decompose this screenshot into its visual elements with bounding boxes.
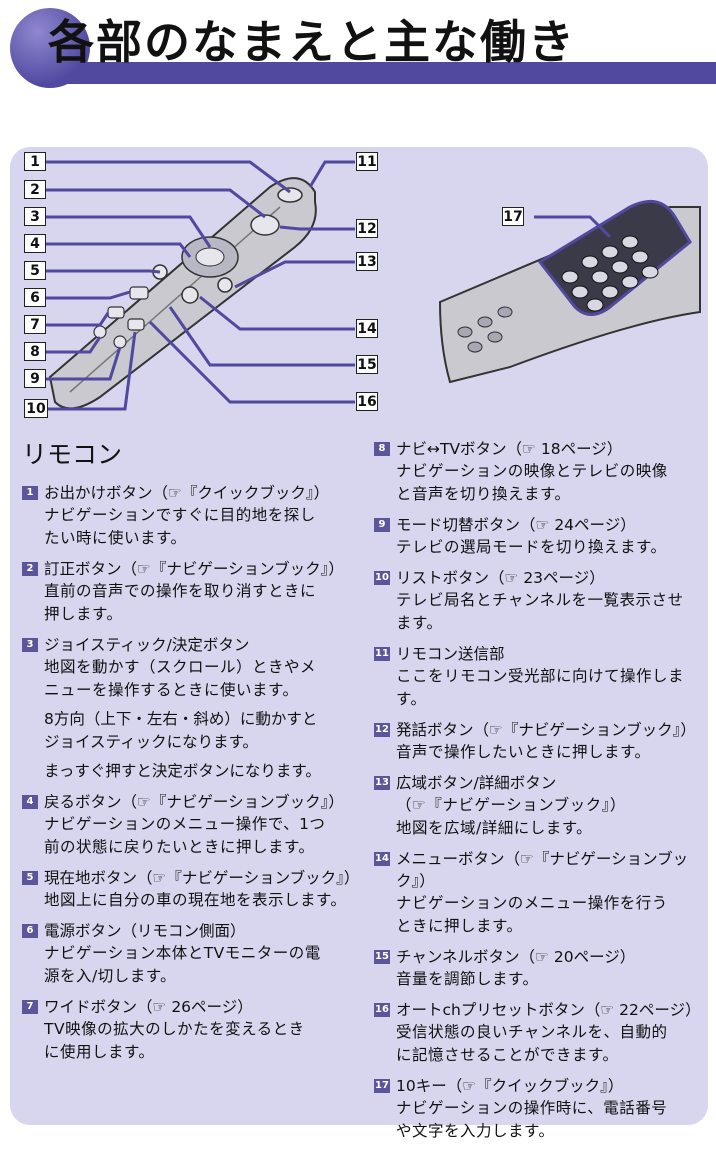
callout-9: 9 <box>24 369 46 388</box>
item-heading: 広域ボタン/詳細ボタン <box>396 774 557 792</box>
item-11: 11 リモコン送信部 ここをリモコン受光部に向けて操作します。 <box>374 643 704 711</box>
item-badge: 9 <box>374 518 390 532</box>
item-description: テレビの選局モードを切り換えます。 <box>396 538 667 556</box>
remote-illustration <box>48 177 317 410</box>
item-description: 地図上に自分の車の現在地を表示します。 <box>44 891 347 909</box>
item-13: 13 広域ボタン/詳細ボタン （☞『ナビゲーションブック』）地図を広域/詳細にしま… <box>374 772 704 840</box>
item-description: 直前の音声での操作を取り消すときに押します。 <box>44 582 317 623</box>
item-14: 14 メニューボタン（☞『ナビゲーションブック』） ナビゲーションのメニュー操作を… <box>374 848 704 938</box>
item-description: ナビゲーションの映像とテレビの映像と音声を切り換えます。 <box>396 462 668 503</box>
item-10: 10 リストボタン（☞ 23ページ） テレビ局名とチャンネルを一覧表示させます。 <box>374 567 704 635</box>
item-badge: 2 <box>22 562 38 576</box>
callout-11: 11 <box>356 152 378 171</box>
item-badge: 8 <box>374 442 390 456</box>
item-badge: 14 <box>374 852 390 866</box>
item-heading: 電源ボタン（リモコン側面） <box>44 922 246 940</box>
header-bar <box>60 62 716 84</box>
item-description: 地図を動かす（スクロール）ときやメニューを操作するときに使います。 <box>44 658 317 699</box>
item-description: ナビゲーションのメニュー操作で、1つ前の状態に戻りたいときに押します。 <box>44 815 326 856</box>
item-badge: 1 <box>22 486 38 500</box>
item-9: 9 モード切替ボタン（☞ 24ページ） テレビの選局モードを切り換えます。 <box>374 514 704 559</box>
item-5: 5 現在地ボタン（☞『ナビゲーションブック』） 地図上に自分の車の現在地を表示しま… <box>22 867 360 912</box>
item-badge: 16 <box>374 1003 390 1017</box>
item-description: （☞『ナビゲーションブック』）地図を広域/詳細にします。 <box>396 796 626 837</box>
item-badge: 6 <box>22 924 38 938</box>
item-description: ナビゲーションのメニュー操作を行うときに押します。 <box>396 894 668 935</box>
item-heading: リモコン送信部 <box>396 645 505 663</box>
item-description: 音量を調節します。 <box>396 970 539 988</box>
keypad-illustration <box>438 199 701 384</box>
item-badge: 4 <box>22 795 38 809</box>
item-badge: 3 <box>22 638 38 652</box>
page-title: 各部のなまえと主な働き <box>48 15 576 69</box>
callout-8: 8 <box>24 342 46 361</box>
item-description: ナビゲーションの操作時に、電話番号や文字を入力します。 <box>396 1099 668 1140</box>
section-title: リモコン <box>22 440 123 469</box>
item-description: テレビ局名とチャンネルを一覧表示させます。 <box>396 591 684 632</box>
item-1: 1 お出かけボタン（☞『クイックブック』） ナビゲーションですぐに目的地を探したい… <box>22 482 352 550</box>
callout-2: 2 <box>24 180 46 199</box>
callout-1: 1 <box>24 152 46 171</box>
item-4: 4 戻るボタン（☞『ナビゲーションブック』） ナビゲーションのメニュー操作で、1つ… <box>22 791 352 859</box>
item-description: 音声で操作したいときに押します。 <box>396 743 651 761</box>
item-badge: 15 <box>374 950 390 964</box>
item-description: ナビゲーション本体とTVモニターの電源を入/切します。 <box>44 944 321 985</box>
item-badge: 7 <box>22 1000 38 1014</box>
callout-15: 15 <box>356 355 378 374</box>
item-badge: 13 <box>374 776 390 790</box>
remote-diagram <box>46 160 701 411</box>
callout-5: 5 <box>24 261 46 280</box>
item-heading: メニューボタン（☞『ナビゲーションブック』） <box>396 850 689 890</box>
callout-17: 17 <box>502 207 524 226</box>
callout-lines <box>46 160 355 411</box>
item-16: 16 オートchプリセットボタン（☞ 22ページ） 受信状態の良いチャンネルを、自… <box>374 999 704 1067</box>
item-heading: 10キー（☞『クイックブック』） <box>396 1077 624 1095</box>
page-header: 各部のなまえと主な働き <box>0 0 716 90</box>
item-7: 7 ワイドボタン（☞ 26ページ） TV映像の拡大のしかたを変えるときに使用します… <box>22 996 352 1064</box>
item-description: ここをリモコン受光部に向けて操作します。 <box>396 667 685 708</box>
item-badge: 11 <box>374 647 390 661</box>
callout-4: 4 <box>24 234 46 253</box>
item-heading: ナビ↔TVボタン（☞ 18ページ） <box>396 440 623 458</box>
item-6: 6 電源ボタン（リモコン側面） ナビゲーション本体とTVモニターの電源を入/切しま… <box>22 920 352 988</box>
callout-7: 7 <box>24 315 46 334</box>
item-note: まっすぐ押すと決定ボタンになります。 <box>44 762 321 780</box>
item-heading: 発話ボタン（☞『ナビゲーションブック』） <box>396 721 696 739</box>
item-heading: オートchプリセットボタン（☞ 22ページ） <box>396 1001 701 1019</box>
item-8: 8 ナビ↔TVボタン（☞ 18ページ） ナビゲーションの映像とテレビの映像と音声を… <box>374 438 704 506</box>
item-heading: 戻るボタン（☞『ナビゲーションブック』） <box>44 793 344 811</box>
item-heading: モード切替ボタン（☞ 24ページ） <box>396 516 636 534</box>
items-right-column: 8 ナビ↔TVボタン（☞ 18ページ） ナビゲーションの映像とテレビの映像と音声を… <box>374 438 704 1151</box>
header-circle <box>10 8 90 88</box>
item-12: 12 発話ボタン（☞『ナビゲーションブック』） 音声で操作したいときに押します。 <box>374 719 704 764</box>
item-2: 2 訂正ボタン（☞『ナビゲーションブック』） 直前の音声での操作を取り消すときに押… <box>22 558 352 626</box>
item-heading: ワイドボタン（☞ 26ページ） <box>44 998 253 1016</box>
callout-3: 3 <box>24 207 46 226</box>
item-heading: 訂正ボタン（☞『ナビゲーションブック』） <box>44 560 344 578</box>
items-left-column: 1 お出かけボタン（☞『クイックブック』） ナビゲーションですぐに目的地を探したい… <box>22 482 360 1072</box>
item-17: 17 10キー（☞『クイックブック』） ナビゲーションの操作時に、電話番号や文字を… <box>374 1075 704 1143</box>
item-badge: 17 <box>374 1079 390 1093</box>
item-description: ナビゲーションですぐに目的地を探したい時に使います。 <box>44 506 316 547</box>
callout-12: 12 <box>356 219 378 238</box>
item-heading: ジョイスティック/決定ボタン <box>44 636 250 654</box>
item-heading: リストボタン（☞ 23ページ） <box>396 569 605 587</box>
item-badge: 5 <box>22 871 38 885</box>
item-heading: 現在地ボタン（☞『ナビゲーションブック』） <box>44 869 360 887</box>
item-badge: 12 <box>374 723 390 737</box>
callout-14: 14 <box>356 319 378 338</box>
item-15: 15 チャンネルボタン（☞ 20ページ） 音量を調節します。 <box>374 946 704 991</box>
item-description: 受信状態の良いチャンネルを、自動的に記憶させることができます。 <box>396 1023 668 1064</box>
item-badge: 10 <box>374 571 390 585</box>
callout-10: 10 <box>24 399 48 418</box>
item-heading: お出かけボタン（☞『クイックブック』） <box>44 484 330 502</box>
item-note: 8方向（上下・左右・斜め）に動かすとジョイスティックになります。 <box>44 710 318 751</box>
callout-16: 16 <box>356 392 378 411</box>
callout-6: 6 <box>24 288 46 307</box>
item-heading: チャンネルボタン（☞ 20ページ） <box>396 948 636 966</box>
item-3: 3 ジョイスティック/決定ボタン 地図を動かす（スクロール）ときやメニューを操作す… <box>22 634 352 783</box>
callout-13: 13 <box>356 252 378 271</box>
item-description: TV映像の拡大のしかたを変えるときに使用します。 <box>44 1020 305 1061</box>
